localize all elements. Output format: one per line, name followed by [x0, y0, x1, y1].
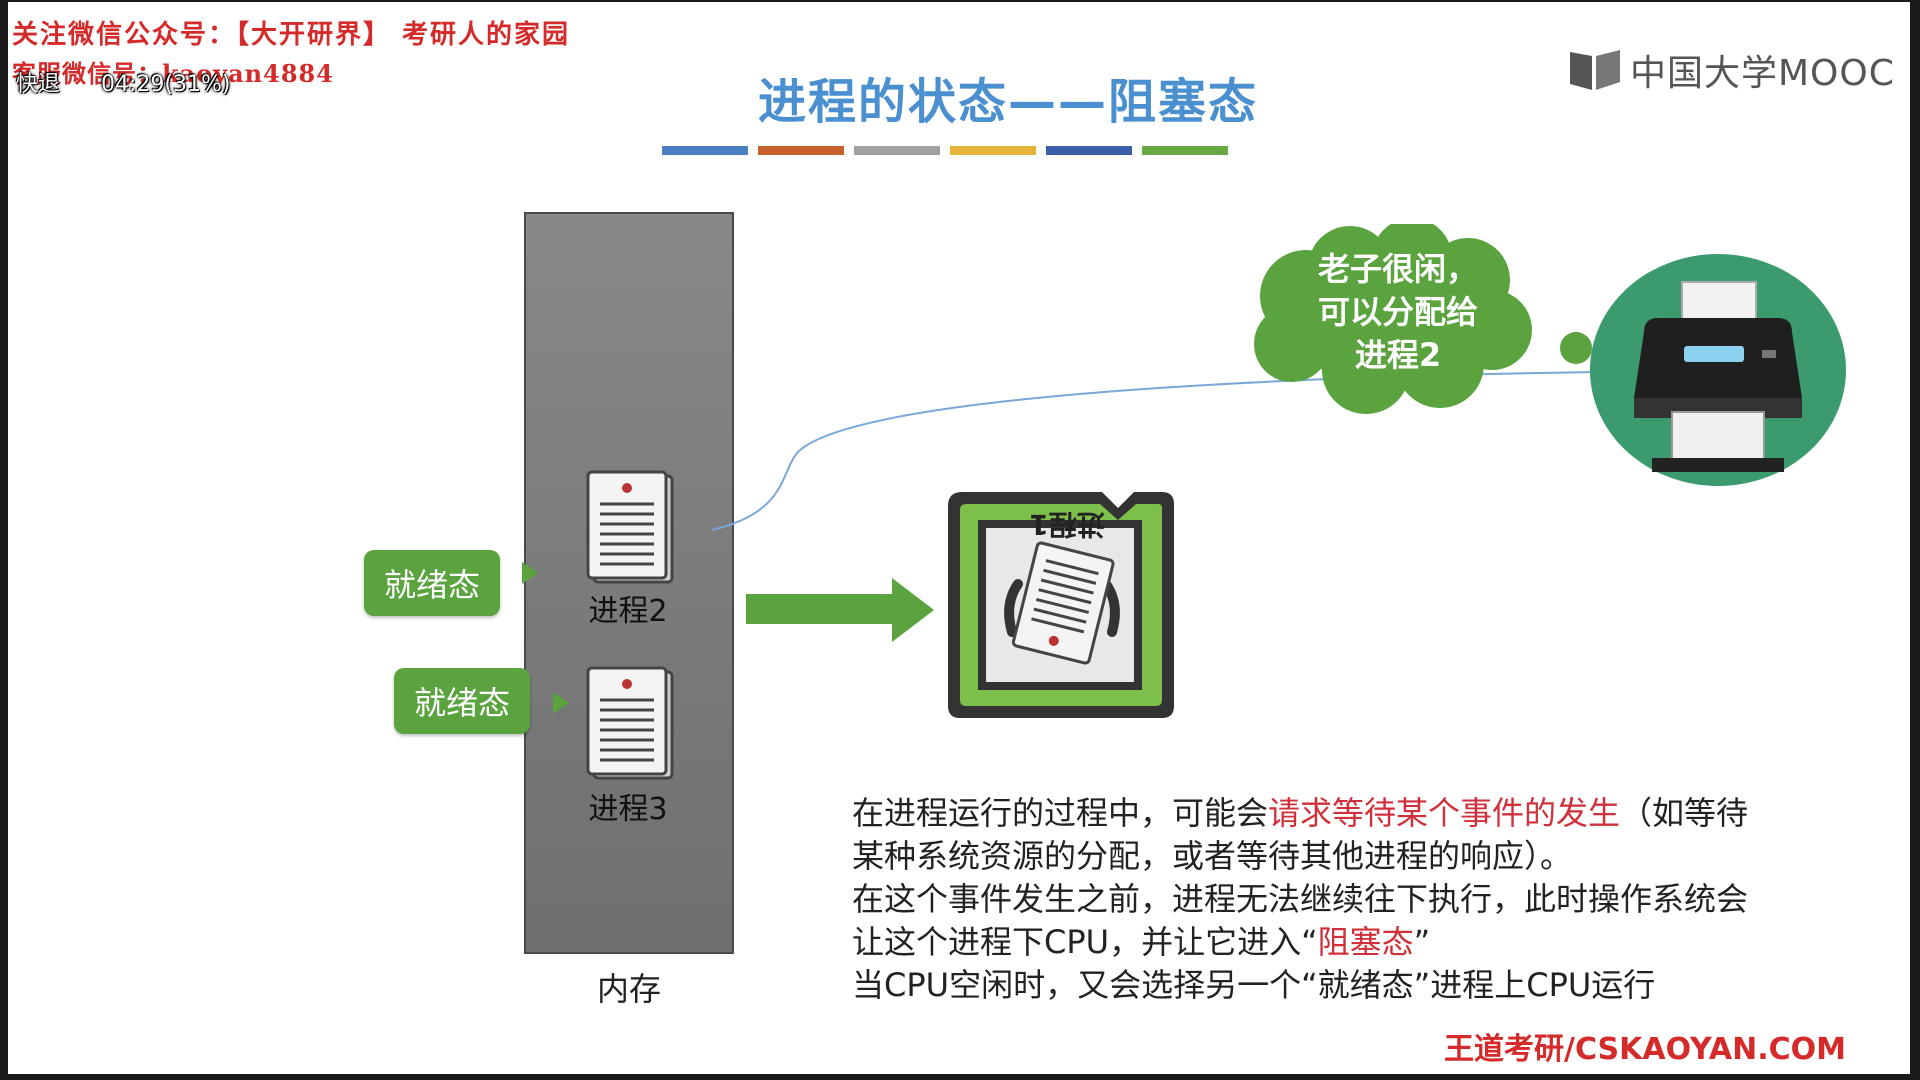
title-color-segment [758, 146, 844, 155]
page-title: 进程的状态——阻塞态 [757, 74, 1258, 130]
mooc-logo: 中国大学MOOC [1568, 44, 1895, 96]
thought-line: 可以分配给 [1317, 293, 1478, 331]
thought-line: 老子很闲， [1317, 250, 1478, 288]
cpu-chip-icon [948, 492, 1174, 718]
callout-pointer [522, 562, 538, 584]
thought-cloud-text: 老子很闲， 可以分配给 进程2 [1280, 248, 1516, 377]
footer-brand: 王道考研/CSKAOYAN.COM [1444, 1032, 1846, 1067]
memory-label: 内存 [596, 970, 661, 1008]
ready-state-callout-process-3: 就绪态 [394, 668, 531, 734]
playback-time: 04:29(31%) [101, 72, 231, 97]
paragraph-line: 让这个进程下CPU，并让它进入“阻塞态” [852, 921, 1872, 964]
ready-state-callout-process-2: 就绪态 [364, 550, 501, 616]
paragraph-line: 在进程运行的过程中，可能会请求等待某个事件的发生（如等待 [852, 792, 1872, 835]
paragraph-line: 当CPU空闲时，又会选择另一个“就绪态”进程上CPU运行 [852, 966, 1656, 1004]
title-color-segment [950, 146, 1036, 155]
title-color-segment [1046, 146, 1132, 155]
watermark-line-1: 关注微信公众号：【大开研界】 考研人的家园 [12, 20, 571, 50]
playback-status: 快退 04:29(31%) [16, 66, 230, 98]
watermark-line-2: 客服微信号：kaoyan4884 [12, 59, 334, 88]
arrow-head [892, 578, 934, 642]
paragraph-text: 在进程运行的过程中，可能会 [852, 794, 1269, 832]
book-icon [1570, 50, 1620, 90]
thought-line: 进程2 [1354, 336, 1442, 374]
arrow-to-cpu [746, 594, 894, 624]
callout-pointer [553, 692, 569, 714]
process-3-label: 进程3 [588, 792, 668, 827]
process-2-document-icon [586, 470, 674, 584]
mooc-logo-text: 中国大学MOOC [1630, 53, 1895, 94]
seek-action-label: 快退 [16, 72, 61, 97]
paragraph-text: 让这个进程下CPU，并让它进入“ [852, 923, 1318, 961]
process-3-document-icon [586, 666, 674, 780]
paragraph-emphasis: 阻塞态 [1317, 923, 1414, 961]
printer-icon [1590, 254, 1846, 486]
title-color-segment [1142, 146, 1228, 155]
title-color-segment [662, 146, 748, 155]
paragraph-text: （如等待 [1620, 794, 1749, 832]
process-2-label: 进程2 [588, 594, 668, 629]
title-color-segment [854, 146, 940, 155]
slide: 关注微信公众号：【大开研界】 考研人的家园 客服微信号：kaoyan4884 快… [8, 2, 1910, 1074]
paragraph-emphasis: 请求等待某个事件的发生 [1268, 794, 1621, 832]
paragraph-text: ” [1413, 923, 1431, 961]
paragraph-line: 在这个事件发生之前，进程无法继续往下执行，此时操作系统会 [852, 880, 1749, 918]
paragraph-line: 某种系统资源的分配，或者等待其他进程的响应）。 [852, 837, 1573, 875]
explanation-paragraph: 在进程运行的过程中，可能会请求等待某个事件的发生（如等待 某种系统资源的分配，或… [852, 792, 1872, 1007]
cpu-process-label: 进程1 [1029, 508, 1105, 541]
